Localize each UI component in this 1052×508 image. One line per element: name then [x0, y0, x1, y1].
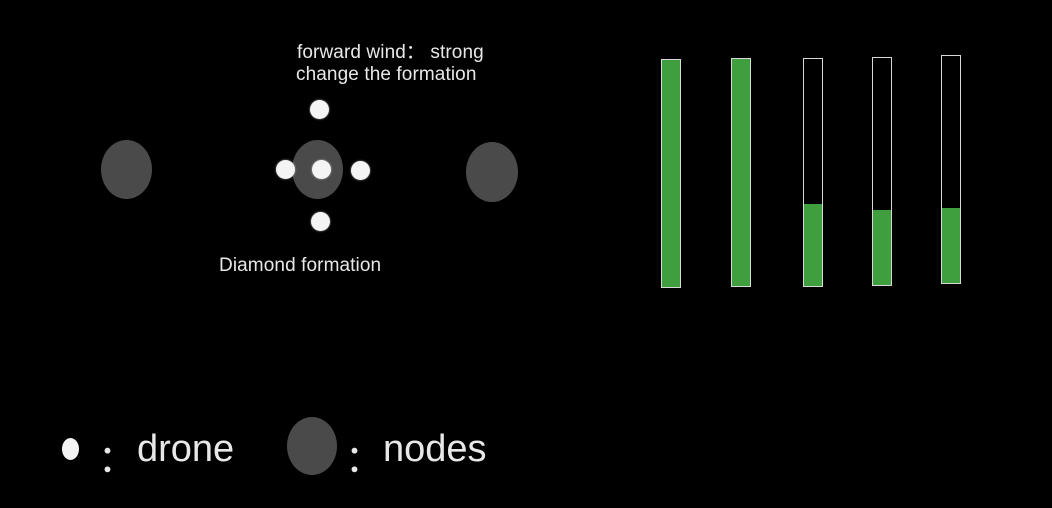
battery-bar [661, 59, 681, 288]
legend-node-colon: ： [345, 439, 384, 481]
battery-fill [662, 60, 680, 287]
wind-label: forward wind： strong [297, 42, 484, 63]
battery-bars [650, 54, 980, 294]
change-formation-label: change the formation [296, 64, 477, 85]
diamond-formation-label: Diamond formation [219, 255, 382, 276]
legend-node-icon [287, 417, 337, 475]
drone-bottom [311, 212, 330, 231]
battery-bar [731, 58, 751, 287]
battery-fill [732, 59, 750, 286]
formation-diagram: forward wind： strong change the formatio… [0, 0, 600, 300]
battery-fill [804, 204, 822, 286]
legend-drone-icon [62, 438, 79, 460]
drone-right [351, 161, 370, 180]
drone-left [276, 160, 295, 179]
legend-drone-label: drone [137, 428, 235, 470]
battery-fill [942, 208, 960, 283]
node-left [101, 140, 152, 199]
battery-bar [803, 58, 823, 287]
legend: ： drone ： nodes [0, 400, 600, 500]
drone-top [310, 100, 329, 119]
legend-drone-colon: ： [98, 439, 137, 481]
legend-node-label: nodes [383, 428, 487, 470]
drone-center [312, 160, 331, 179]
node-right [466, 142, 518, 202]
battery-bar [941, 55, 961, 284]
battery-bar [872, 57, 892, 286]
battery-fill [873, 210, 891, 285]
